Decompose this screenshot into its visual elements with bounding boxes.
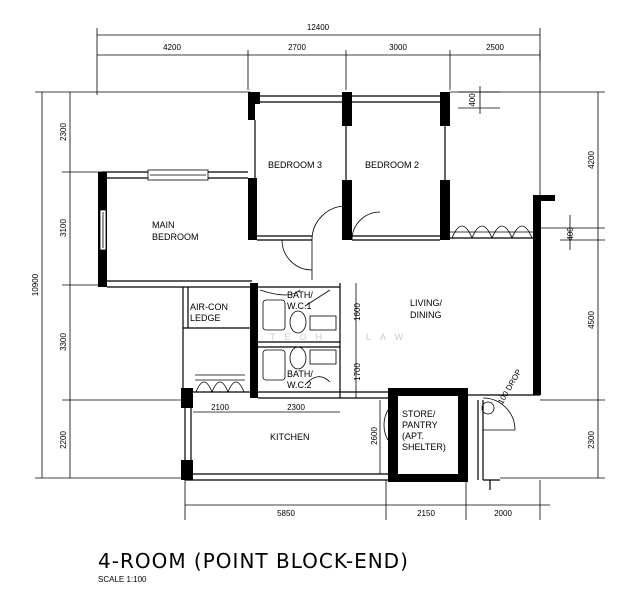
dim-store-h: 2600	[370, 427, 379, 445]
dim-right-3: 2300	[587, 431, 596, 449]
dim-bottom-3: 2000	[494, 509, 512, 518]
dim-top-total: 12400	[307, 23, 330, 32]
label-bath1-1: BATH/	[287, 290, 313, 300]
walls	[98, 92, 555, 490]
dim-top-2: 2700	[288, 43, 306, 52]
label-store-4: SHELTER)	[402, 442, 446, 452]
top-dimensions	[96, 28, 541, 200]
windows	[147, 169, 533, 393]
label-bedroom-3: BEDROOM 3	[268, 160, 322, 170]
watermark: TEOH · LAW	[270, 332, 412, 342]
dim-kitchen-2: 2300	[287, 403, 305, 412]
plan-title: 4-ROOM (POINT BLOCK-END)	[98, 549, 409, 573]
label-living-2: DINING	[410, 310, 442, 320]
label-aircon-2: LEDGE	[190, 313, 221, 323]
dim-left-1: 2300	[59, 123, 68, 141]
dim-bottom-2: 2150	[417, 509, 435, 518]
label-main-bedroom-2: BEDROOM	[152, 232, 199, 242]
label-aircon-1: AIR-CON	[190, 302, 228, 312]
label-bath2-1: BATH/	[287, 369, 313, 379]
dim-right-2: 4500	[587, 311, 596, 329]
dim-left-4: 2200	[59, 431, 68, 449]
dim-bottom-1: 5850	[277, 509, 295, 518]
doors	[259, 205, 516, 441]
label-main-bedroom-1: MAIN	[152, 220, 175, 230]
dim-top-1: 4200	[163, 43, 181, 52]
right-dimensions	[450, 91, 605, 479]
dim-left-total: 10900	[31, 273, 40, 296]
fixtures	[195, 299, 337, 381]
dim-kitchen-1: 2100	[211, 403, 229, 412]
label-bedroom-2: BEDROOM 2	[365, 160, 419, 170]
label-drop: 100 DROP	[496, 368, 523, 406]
dim-left-3: 3300	[59, 333, 68, 351]
left-dimensions	[35, 91, 250, 479]
label-store-2: PANTRY	[402, 420, 438, 430]
dim-bath-2: 1700	[353, 363, 362, 381]
dim-right-1: 4200	[587, 151, 596, 169]
bottom-dimensions	[184, 480, 550, 520]
internal-dimensions	[193, 283, 381, 474]
dim-right-small: 400	[566, 227, 575, 241]
dim-bath-1: 1600	[353, 303, 362, 321]
label-store-3: (APT.	[402, 431, 424, 441]
dim-top-small: 400	[468, 93, 477, 107]
label-store-1: STORE/	[402, 409, 436, 419]
label-bath1-2: W.C.1	[287, 301, 312, 311]
label-living-1: LIVING/	[410, 298, 443, 308]
dim-top-4: 2500	[486, 43, 504, 52]
plan-scale: SCALE 1:100	[98, 575, 147, 584]
dim-left-2: 3100	[59, 219, 68, 237]
label-bath2-2: W.C.2	[287, 380, 312, 390]
label-kitchen: KITCHEN	[270, 432, 310, 442]
dim-top-3: 3000	[389, 43, 407, 52]
